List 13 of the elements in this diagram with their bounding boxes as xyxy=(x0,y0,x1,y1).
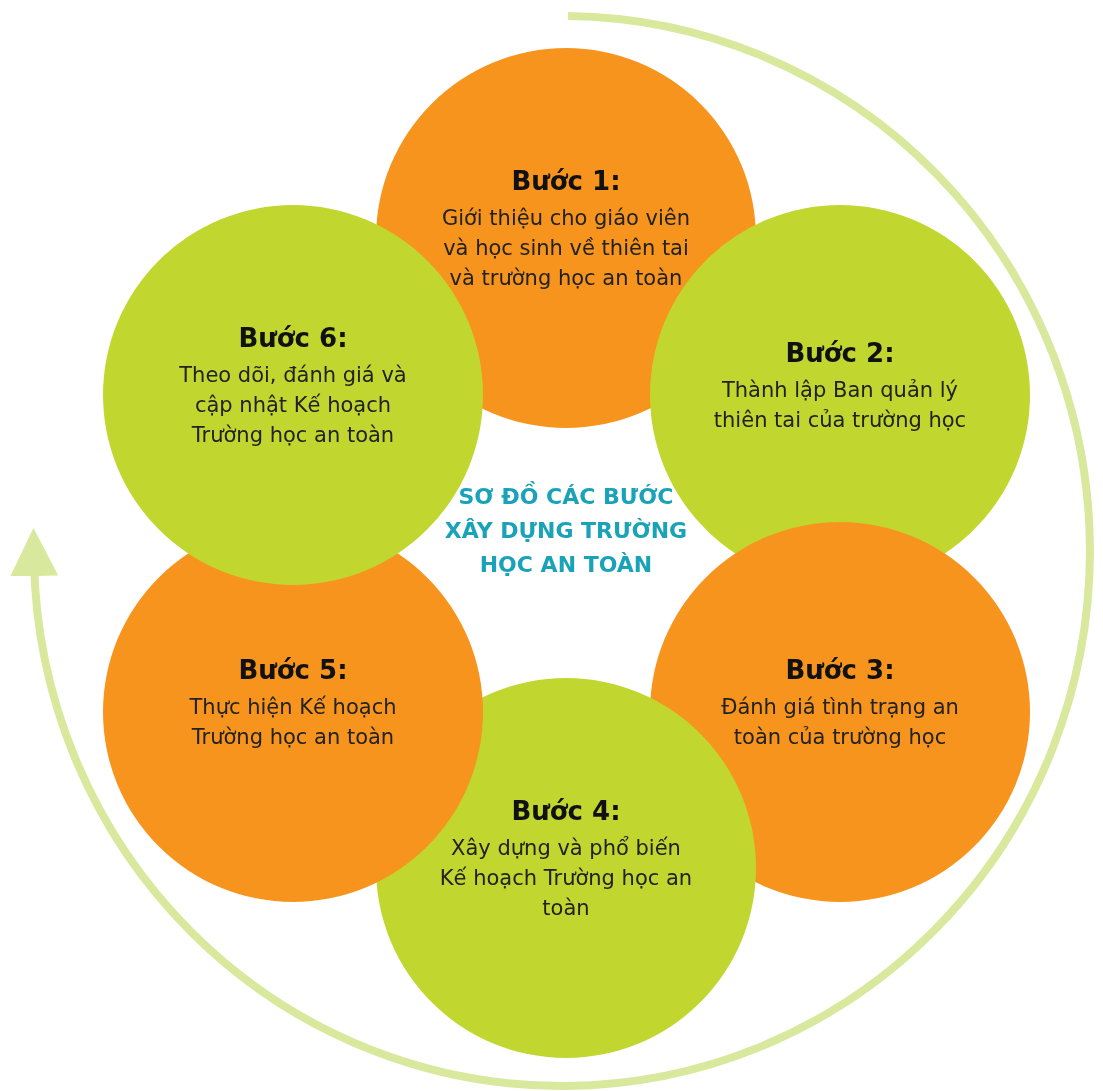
step-description: Đánh giá tình trạng an toàn của trường học xyxy=(720,694,960,751)
step-description: Thực hiện Kế hoạch Trường học an toàn xyxy=(188,694,398,751)
step-heading: Bước 6: xyxy=(238,323,348,354)
step-heading: Bước 4: xyxy=(511,796,621,827)
step-description: Xây dựng và phổ biến Kế hoạch Trường học an toàn xyxy=(438,835,694,922)
step-heading: Bước 3: xyxy=(785,655,895,686)
step-heading: Bước 2: xyxy=(785,338,895,369)
step-description: Theo dõi, đánh giá và cập nhật Kế hoạch Trường học an toàn xyxy=(178,362,408,449)
step-heading: Bước 1: xyxy=(511,166,621,197)
step-heading: Bước 5: xyxy=(238,655,348,686)
diagram-title: SƠ ĐỒ CÁC BƯỚC XÂY DỰNG TRƯỜNG HỌC AN TOÀN xyxy=(436,480,696,583)
step-description: Thành lập Ban quản lý thiên tai của trường học xyxy=(712,377,968,434)
step-description: Giới thiệu cho giáo viên và học sinh về thiên tai và trường học an toàn xyxy=(440,205,692,292)
